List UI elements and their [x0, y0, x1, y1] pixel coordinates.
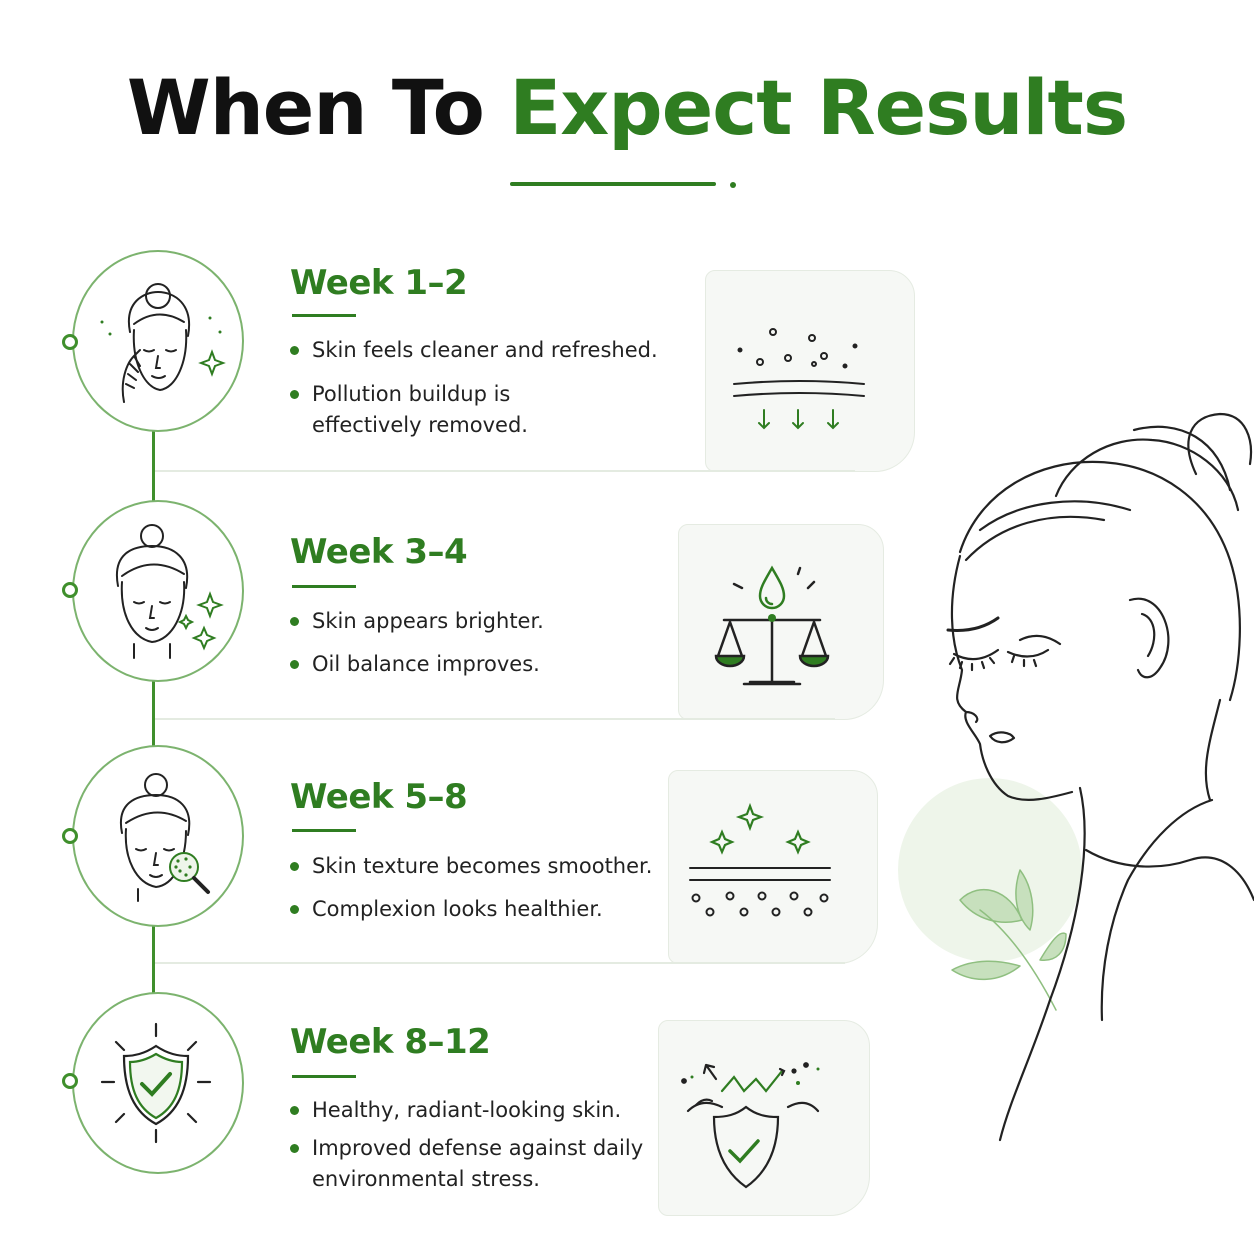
- bullet-dot: [290, 346, 299, 355]
- bullet-dot: [290, 862, 299, 871]
- stage-4-title-rule: [292, 1075, 356, 1078]
- stage-2-title-rule: [292, 585, 356, 588]
- defense-shield-icon: [681, 1062, 820, 1189]
- stage-2-divider: [155, 718, 835, 720]
- face-cleansing-icon: [100, 283, 226, 403]
- bullet-dot: [290, 905, 299, 914]
- stage-3-timeline-node: [62, 828, 78, 844]
- stage-1-timeline-node: [62, 334, 78, 350]
- shield-check-icon: [100, 1022, 212, 1144]
- stage-3-title-rule: [292, 829, 356, 832]
- background-circle: [898, 778, 1082, 962]
- bullet-dot: [290, 390, 299, 399]
- stage-1-icon-circle: [72, 250, 244, 432]
- stage-3-title: Week 5–8: [290, 777, 468, 817]
- bullet-dot: [290, 1106, 299, 1115]
- face-magnifier-icon: [119, 773, 210, 902]
- woman-profile-illustration: [898, 412, 1254, 1142]
- face-sparkle-icon: [115, 524, 224, 659]
- smooth-texture-icon: [689, 802, 831, 917]
- stage-2-icon-circle: [72, 500, 244, 682]
- stage-3-bullet-2: Complexion looks healthier.: [290, 894, 702, 925]
- stage-1-bullet-2: Pollution buildup is effectively removed…: [290, 379, 572, 441]
- title-part2: Expect Results: [509, 63, 1128, 152]
- title-underline: [510, 182, 716, 186]
- stage-3-bullet-1: Skin texture becomes smoother.: [290, 851, 702, 882]
- stage-2-title: Week 3–4: [290, 532, 468, 572]
- stage-2-bullet-2: Oil balance improves.: [290, 649, 702, 680]
- title-part1: When To: [126, 63, 485, 152]
- stage-2-detail-card: [678, 524, 884, 720]
- stage-2-bullet-1: Skin appears brighter.: [290, 606, 702, 637]
- stage-3-icon-circle: [72, 745, 244, 927]
- bullet-dot: [290, 1144, 299, 1153]
- stage-3-divider: [155, 962, 845, 964]
- stage-4-detail-card: [658, 1020, 870, 1216]
- page-title: When To Expect Results: [0, 70, 1254, 146]
- bullet-dot: [290, 617, 299, 626]
- timeline-line: [152, 430, 155, 1010]
- oil-balance-scale-icon: [714, 565, 830, 686]
- stage-1-title: Week 1–2: [290, 263, 468, 303]
- stage-4-bullet-1: Healthy, radiant-looking skin.: [290, 1095, 702, 1126]
- stage-4-icon-circle: [72, 992, 244, 1174]
- stage-4-timeline-node: [62, 1073, 78, 1089]
- stage-4-title: Week 8–12: [290, 1022, 491, 1062]
- stage-2-timeline-node: [62, 582, 78, 598]
- impurities-removal-icon: [733, 328, 865, 430]
- leaf-icon: [951, 869, 1067, 1011]
- stage-1-detail-card: [705, 270, 915, 472]
- stage-1-divider: [155, 470, 855, 472]
- stage-1-title-rule: [292, 314, 356, 317]
- title-underline-dot: [730, 182, 736, 188]
- bullet-dot: [290, 660, 299, 669]
- stage-4-bullet-2: Improved defense against daily environme…: [290, 1133, 662, 1195]
- stage-1-bullet-1: Skin feels cleaner and refreshed.: [290, 335, 702, 366]
